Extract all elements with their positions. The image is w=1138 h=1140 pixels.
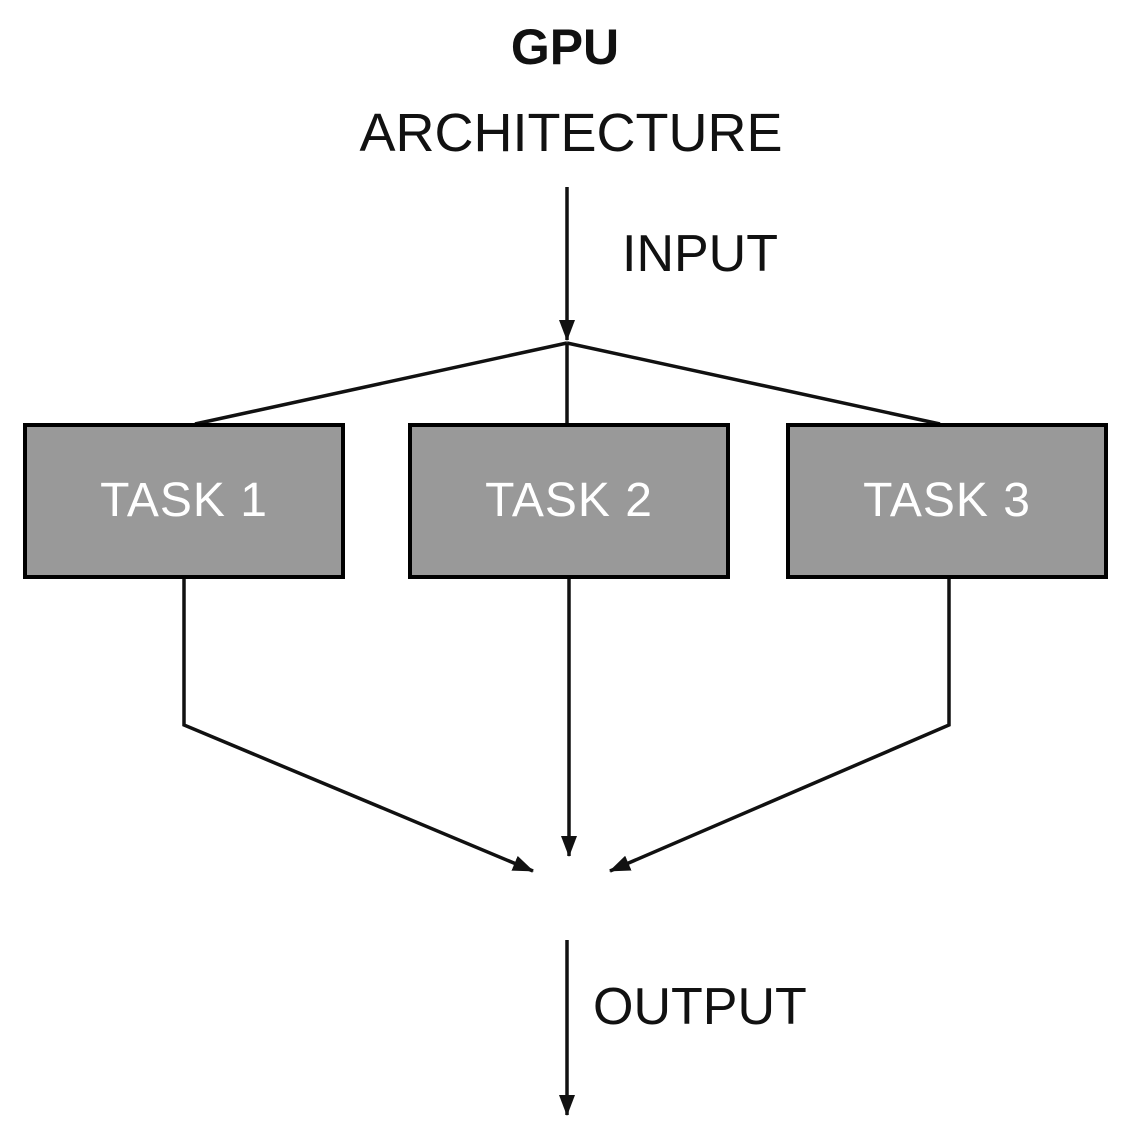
diagram-title-line1: GPU [510, 19, 620, 75]
task3-merge-arrow [609, 579, 951, 873]
task-1-node: TASK 1 [23, 423, 345, 579]
diagram-title-line2: ARCHITECTURE [359, 103, 783, 163]
input-edge-label: INPUT [622, 225, 778, 283]
split-edge-task1 [194, 341, 568, 426]
task-1-label: TASK 1 [100, 474, 268, 527]
task-3-label: TASK 3 [863, 474, 1031, 527]
split-edge-task3 [566, 341, 941, 426]
task-2-label: TASK 2 [485, 474, 653, 527]
task-2-node: TASK 2 [408, 423, 730, 579]
task1-merge-arrow [182, 579, 534, 873]
output-edge-label: OUTPUT [593, 978, 807, 1036]
task-3-node: TASK 3 [786, 423, 1108, 579]
